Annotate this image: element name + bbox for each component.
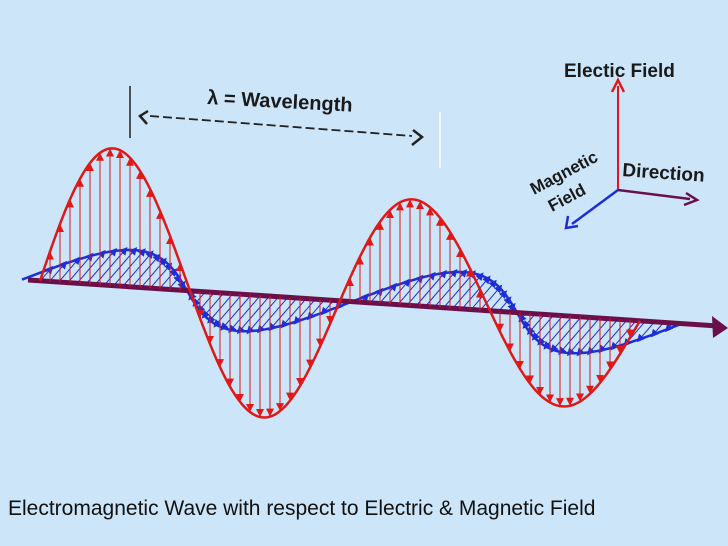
- electric-axis-arrowhead: [610, 77, 626, 93]
- magnetic-field-vector: [257, 296, 289, 334]
- magnetic-field-vector: [131, 253, 161, 288]
- magnetic-field-vector: [58, 256, 81, 283]
- wavelength-arrowhead-right: [411, 129, 425, 146]
- electric-field-wave: [38, 147, 642, 419]
- magnetic-axis-arrowhead: [564, 215, 579, 230]
- magnetic-field-vector: [566, 317, 600, 357]
- magnetic-field-vector: [122, 250, 154, 287]
- magnetic-field-vector: [280, 298, 307, 329]
- magnetic-field-vector: [113, 248, 146, 287]
- electric-axis-label: Electic Field: [564, 61, 675, 82]
- magnetic-field-vector: [537, 315, 564, 346]
- magnetic-field-vector: [461, 275, 491, 310]
- magnetic-field-vector: [558, 317, 591, 355]
- magnetic-field-vector: [610, 320, 637, 351]
- magnetic-field-vector: [598, 319, 628, 354]
- direction-axis: [617, 188, 691, 201]
- magnetic-field-vector: [531, 314, 555, 341]
- magnetic-field-vector: [236, 295, 270, 335]
- magnetic-field-vector: [228, 295, 261, 333]
- magnetic-field-vector: [49, 260, 68, 282]
- magnetic-field-vector: [489, 290, 508, 312]
- magnetic-field-vector: [159, 268, 178, 290]
- magnetic-field-vector: [268, 297, 298, 332]
- magnetic-field-vector: [379, 282, 398, 304]
- magnetic-field-vector: [201, 292, 225, 319]
- wavelength-arrow: [149, 115, 413, 137]
- propagation-arrowhead: [712, 316, 728, 338]
- magnetic-field-vector: [587, 318, 619, 356]
- propagation-axis: [27, 277, 719, 329]
- direction-axis-label: Direction: [622, 160, 706, 187]
- magnetic-field-vector: [293, 298, 316, 325]
- direction-axis-arrowhead: [683, 191, 700, 207]
- axes-legend: Electic Field Direction Magnetic Field: [527, 61, 706, 230]
- magnetic-field-vector: [220, 294, 252, 331]
- magnetic-field-vector: [207, 293, 234, 324]
- magnetic-field-vector: [526, 314, 545, 335]
- wavelength-arrowhead-left: [138, 109, 149, 125]
- wavelength-label: λ = Wavelength: [207, 87, 353, 117]
- magnetic-field-vector: [576, 318, 610, 357]
- magnetic-field-vector: [397, 274, 424, 305]
- magnetic-field-vector: [196, 292, 215, 313]
- magnetic-field-vector: [443, 270, 476, 309]
- magnetic-field-vector: [479, 284, 503, 311]
- magnetic-field-vector: [140, 257, 167, 288]
- magnetic-field-vector: [388, 278, 411, 305]
- magnetic-field-vector: [246, 296, 280, 335]
- magnetic-axis: [571, 188, 619, 226]
- magnetic-field-vector: [67, 252, 94, 283]
- magnetic-field-vector: [550, 316, 582, 353]
- magnetic-field-vector: [636, 321, 655, 343]
- magnetic-field-vector: [306, 299, 325, 321]
- caption: Electromagnetic Wave with respect to Ele…: [8, 497, 596, 520]
